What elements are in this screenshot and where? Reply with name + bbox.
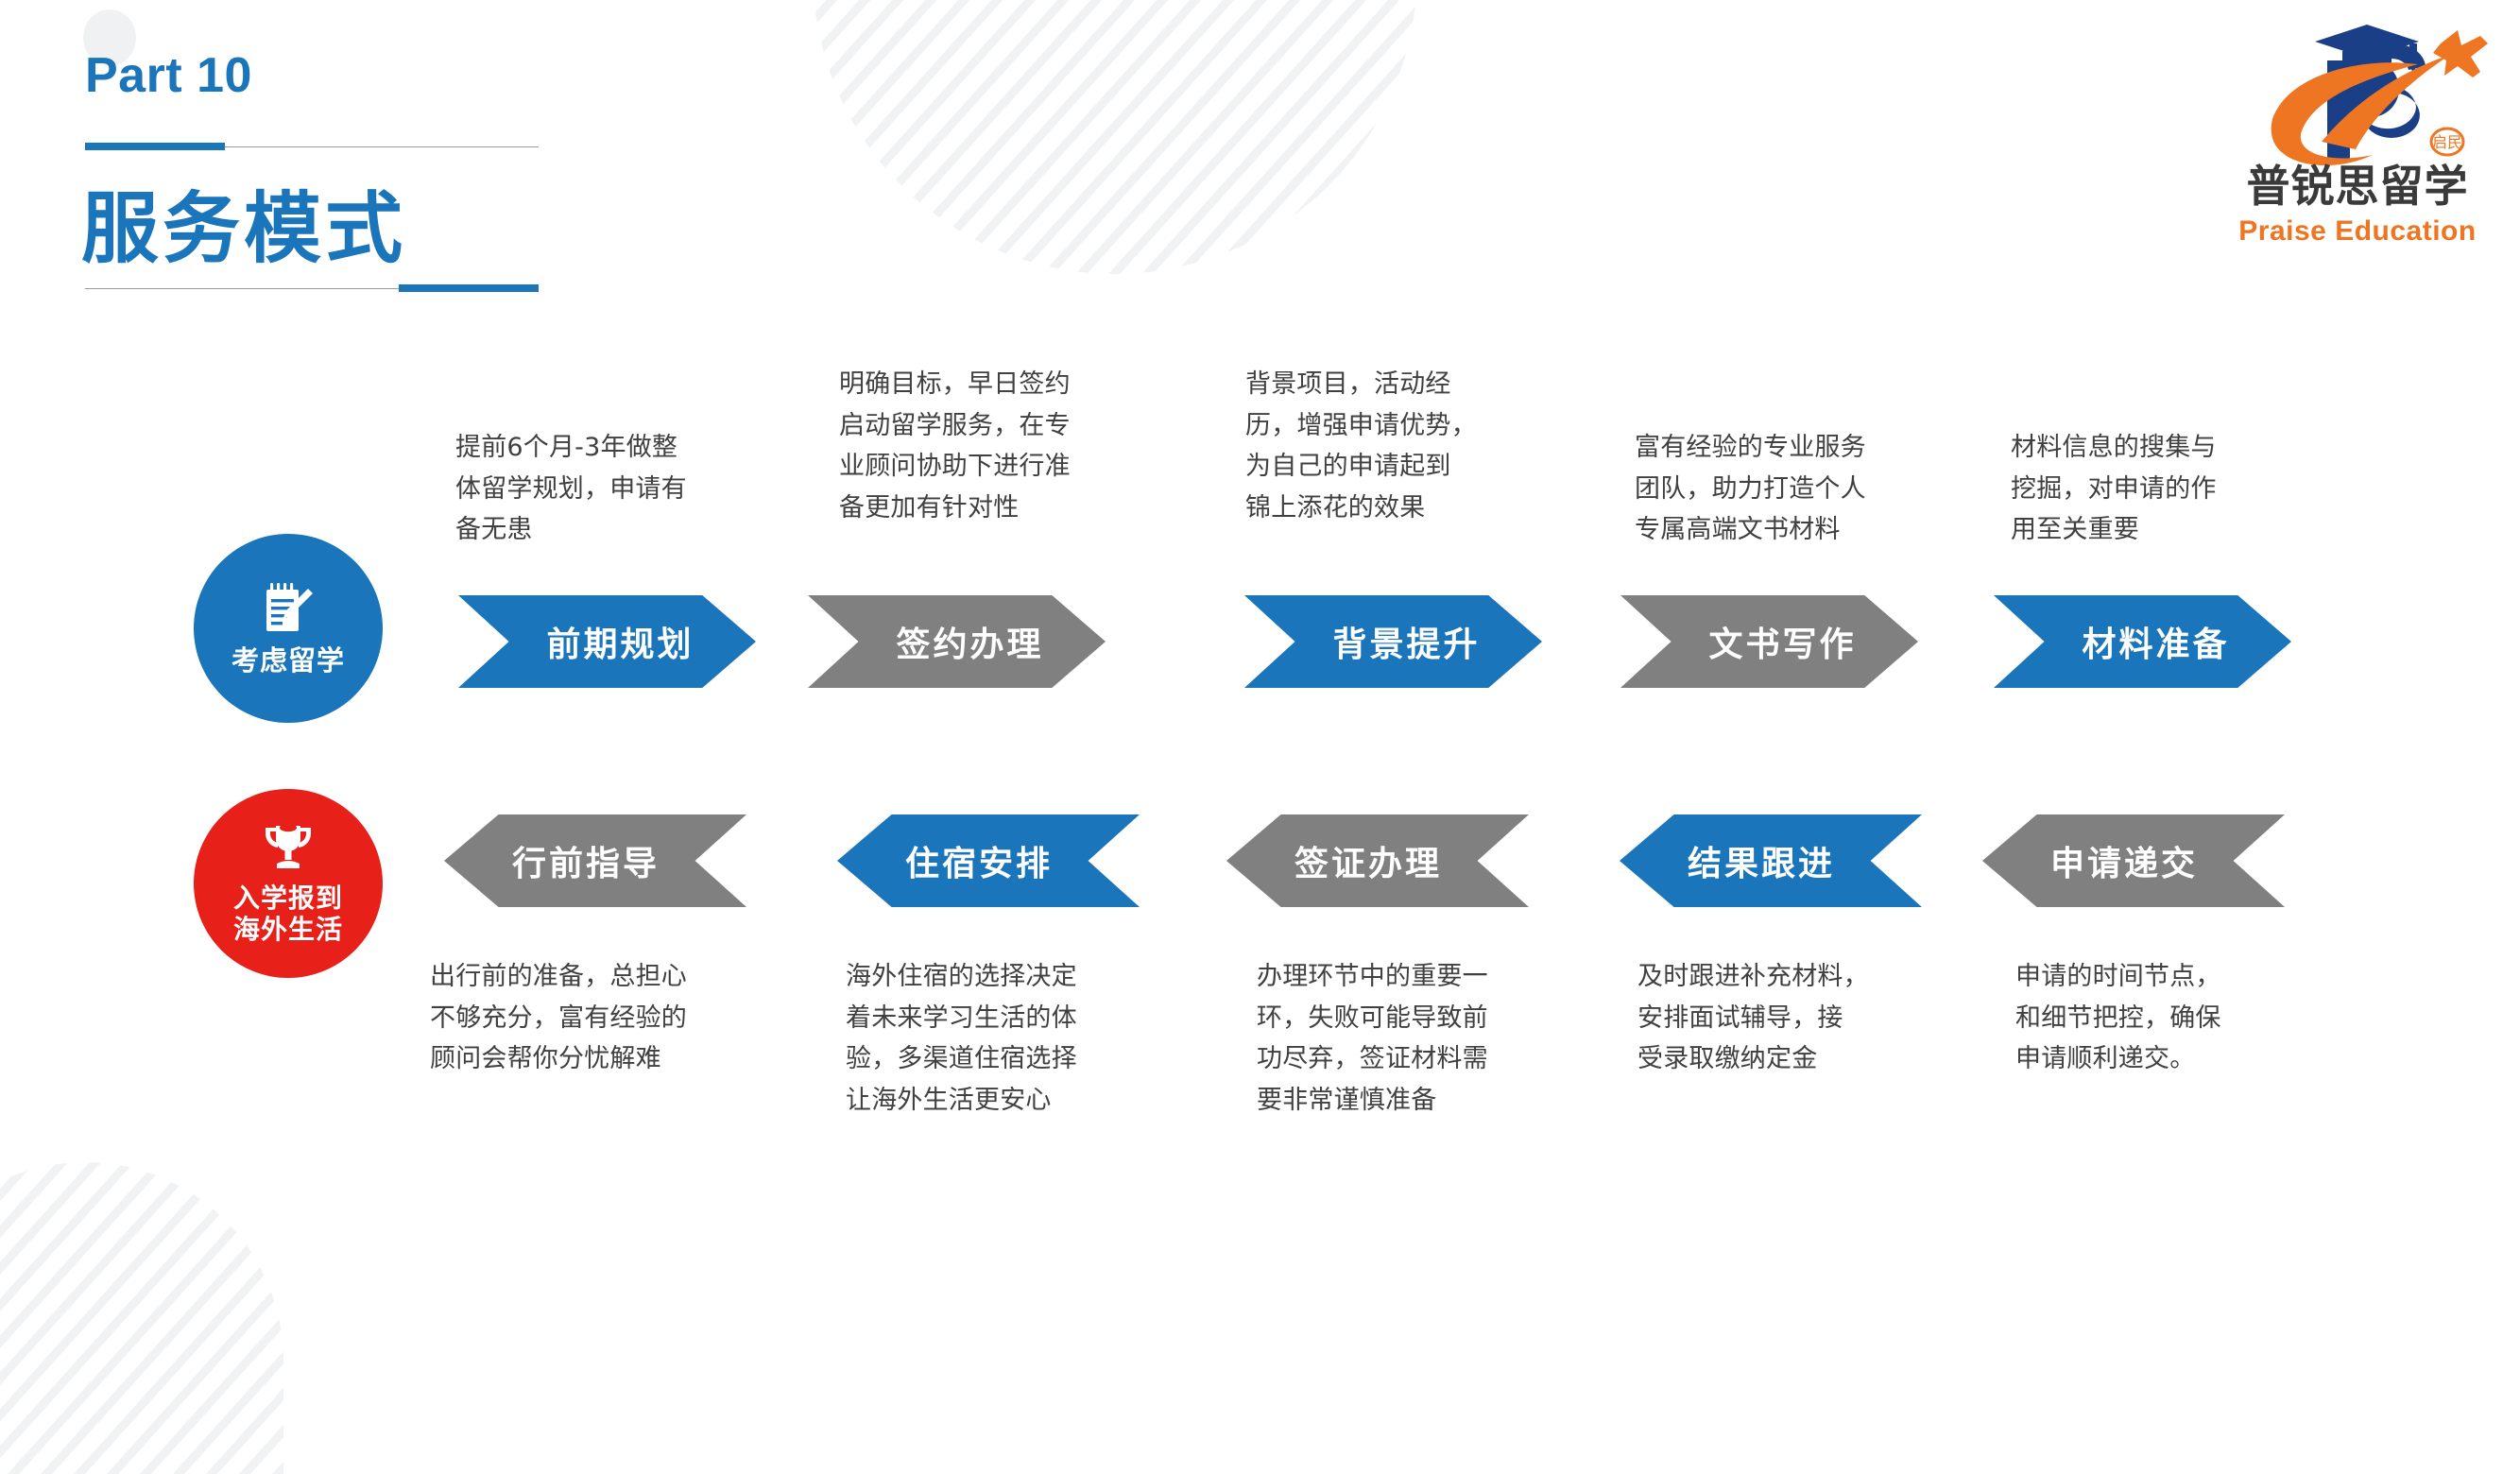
- step-desc-bottom-4: 及时跟进补充材料， 安排面试辅导，接受录取缴纳定金: [1637, 956, 1949, 1080]
- step-label: 申请递交: [2049, 845, 2198, 883]
- text-line: 为自己的申请起到: [1245, 452, 1451, 482]
- text-line: 备更加有针对性: [839, 493, 1020, 523]
- step-desc-top-2: 明确目标，早日签约启动留学服务，在专业顾问协助下进行准备更加有针对性: [839, 364, 1141, 529]
- text-line: 历，增强申请优势，: [1245, 410, 1477, 440]
- step-desc-top-4: 富有经验的专业服务团队，助力打造个人专属高端文书材料: [1635, 427, 1946, 551]
- step-desc-top-1: 提前6个月-3年做整体留学规划，申请有备无患: [455, 427, 748, 551]
- logo-name-en: Praise Education: [2238, 215, 2476, 247]
- step-chevron-bottom-3[interactable]: 签证办理: [1226, 814, 1529, 907]
- logo-seal-text: 启民: [2432, 133, 2462, 151]
- step-chevron-bottom-4[interactable]: 结果跟进: [1620, 814, 1922, 907]
- step-label: 签证办理: [1294, 845, 1442, 883]
- text-line: 顾问会帮你分忧解难: [430, 1044, 661, 1074]
- text-line: 着未来学习生活的体: [846, 1003, 1077, 1033]
- text-line: 海外住宿的选择决定: [846, 962, 1077, 991]
- text-line: 启动留学服务，在专: [839, 410, 1071, 440]
- text-line: 入学报到: [232, 883, 343, 915]
- badge-consider-label: 考虑留学: [231, 644, 345, 677]
- text-line: 办理环节中的重要一: [1257, 962, 1488, 991]
- text-line: 和细节把控，确保: [2015, 1003, 2221, 1033]
- step-desc-bottom-3: 办理环节中的重要一环，失败可能导致前功尽弃，签证材料需要非常谨慎准备: [1257, 956, 1569, 1122]
- step-desc-top-5: 材料信息的搜集与挖掘，对申请的作用至关重要: [2011, 427, 2304, 551]
- text-line: 不够充分，富有经验的: [430, 1003, 687, 1033]
- step-desc-bottom-2: 海外住宿的选择决定着未来学习生活的体验，多渠道住宿选择让海外生活更安心: [846, 956, 1157, 1122]
- logo-name-cn: 普锐思留学: [2247, 161, 2469, 212]
- step-label: 结果跟进: [1687, 845, 1835, 883]
- decorative-stripes-bottom: [0, 1162, 283, 1474]
- brand-logo: 启民 普锐思留学 Praise Education: [2216, 8, 2499, 263]
- text-line: 提前6个月-3年做整: [455, 433, 678, 462]
- text-line: 环，失败可能导致前: [1257, 1003, 1488, 1033]
- text-line: 明确目标，早日签约: [839, 369, 1071, 399]
- step-label: 住宿安排: [904, 845, 1053, 883]
- step-desc-bottom-5: 申请的时间节点， 和细节把控，确保申请顺利递交。: [2015, 956, 2327, 1080]
- step-label: 文书写作: [1708, 626, 1857, 664]
- text-line: 挖掘，对申请的作: [2011, 473, 2217, 504]
- step-chevron-bottom-1[interactable]: 行前指导: [444, 814, 746, 907]
- text-line: 背景项目，活动经: [1245, 369, 1451, 399]
- badge-consider-study-abroad[interactable]: 考虑留学: [194, 534, 383, 723]
- badge-arrival-label: 入学报到海外生活: [233, 883, 343, 945]
- text-line: 及时跟进补充材料，: [1637, 962, 1869, 991]
- step-label: 背景提升: [1332, 626, 1481, 664]
- text-line: 专属高端文书材料: [1635, 515, 1841, 545]
- step-chevron-top-5[interactable]: 材料准备: [1994, 595, 2291, 688]
- step-chevron-top-1[interactable]: 前期规划: [458, 595, 756, 688]
- step-chevron-bottom-5[interactable]: 申请递交: [1982, 814, 2285, 907]
- text-line: 团队，助力打造个人: [1635, 473, 1866, 504]
- header-rule-top: [85, 146, 539, 147]
- text-line: 备无患: [455, 515, 533, 545]
- text-line: 用至关重要: [2011, 515, 2139, 545]
- text-line: 功尽弃，签证材料需: [1257, 1044, 1488, 1074]
- header-rule-bottom-accent: [399, 284, 539, 292]
- header-rule-top-accent: [85, 143, 225, 150]
- step-label: 行前指导: [511, 845, 660, 883]
- step-chevron-bottom-2[interactable]: 住宿安排: [837, 814, 1140, 907]
- trophy-icon: [259, 822, 317, 882]
- text-line: 业顾问协助下进行准: [839, 452, 1071, 482]
- text-line: 申请顺利递交。: [2015, 1044, 2196, 1074]
- text-line: 富有经验的专业服务: [1635, 433, 1866, 462]
- text-line: 安排面试辅导，接: [1637, 1003, 1843, 1033]
- text-line: 锦上添花的效果: [1245, 493, 1426, 523]
- decorative-stripes-top: [813, 0, 1417, 274]
- header-rule-bottom: [85, 288, 539, 289]
- notepad-pencil-icon: [259, 580, 317, 643]
- step-chevron-top-3[interactable]: 背景提升: [1244, 595, 1542, 688]
- text-line: 验，多渠道住宿选择: [846, 1044, 1077, 1074]
- step-label: 材料准备: [2082, 626, 2230, 664]
- text-line: 海外生活: [232, 913, 343, 945]
- step-label: 签约办理: [896, 626, 1044, 664]
- text-line: 要非常谨慎准备: [1257, 1086, 1437, 1116]
- text-line: 让海外生活更安心: [846, 1086, 1052, 1116]
- page-title: 服务模式: [81, 184, 407, 274]
- step-desc-bottom-1: 出行前的准备，总担心不够充分，富有经验的顾问会帮你分忧解难: [430, 956, 770, 1080]
- step-chevron-top-2[interactable]: 签约办理: [808, 595, 1106, 688]
- step-desc-top-3: 背景项目，活动经历，增强申请优势， 为自己的申请起到锦上添花的效果: [1245, 364, 1538, 529]
- step-label: 前期规划: [546, 626, 694, 664]
- text-line: 出行前的准备，总担心: [430, 962, 687, 991]
- text-line: 申请的时间节点，: [2015, 962, 2221, 991]
- text-line: 材料信息的搜集与: [2011, 433, 2217, 462]
- text-line: 受录取缴纳定金: [1637, 1044, 1818, 1074]
- badge-arrival-overseas-life[interactable]: 入学报到海外生活: [194, 789, 383, 978]
- part-label: Part 10: [85, 48, 252, 103]
- text-line: 体留学规划，申请有: [455, 473, 687, 504]
- step-chevron-top-4[interactable]: 文书写作: [1620, 595, 1918, 688]
